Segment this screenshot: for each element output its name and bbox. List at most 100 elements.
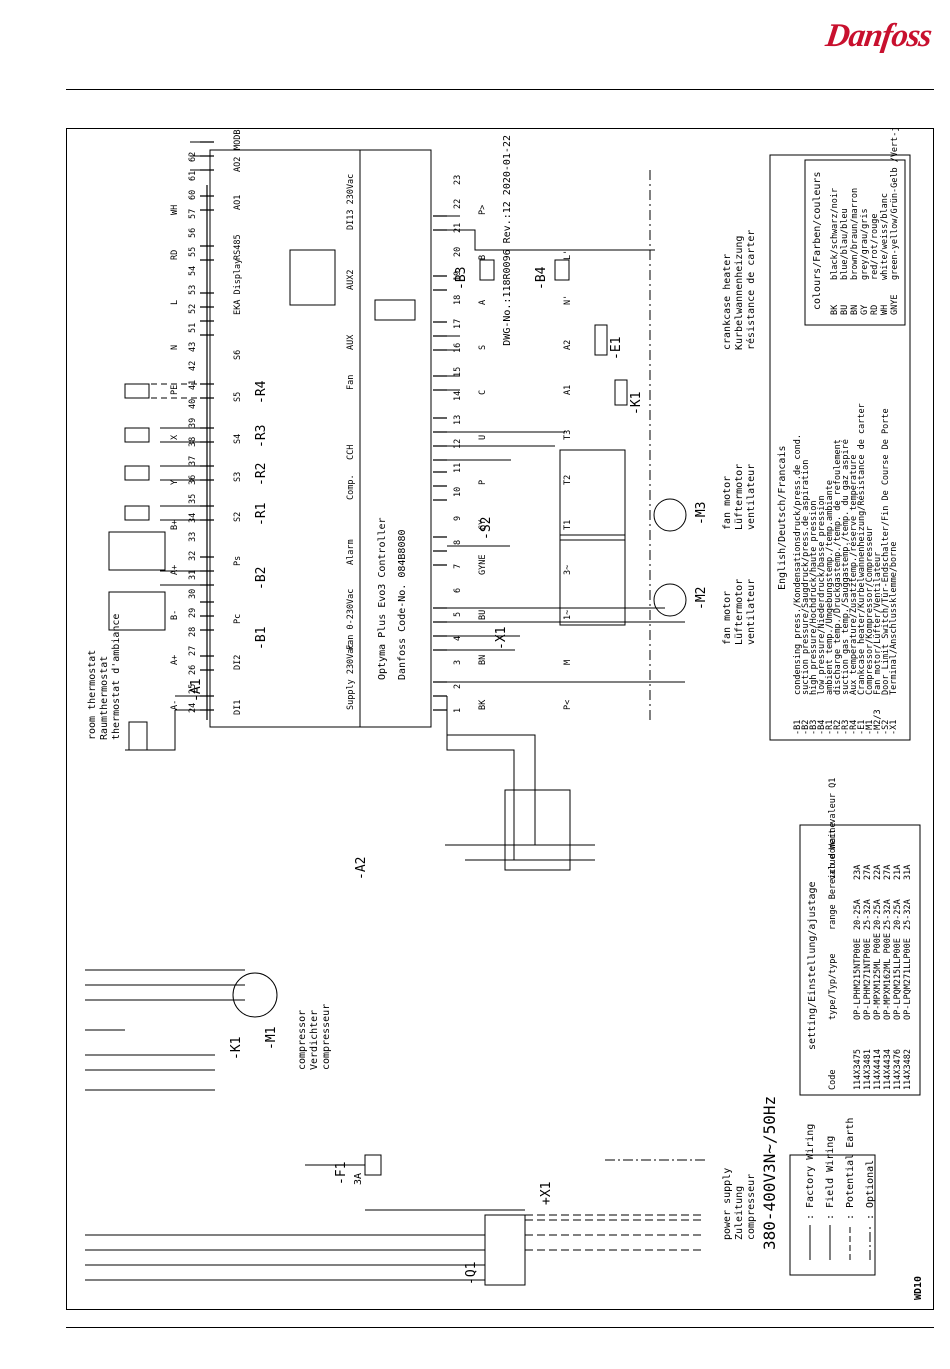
caption-fan-m2-1: Lüftermotor <box>734 579 745 645</box>
caption-fan-m3-2: ventilateur <box>746 464 757 530</box>
pin-40: 11 <box>453 463 463 473</box>
pin-4: 28 <box>188 627 198 637</box>
label-r4: -R4 <box>254 380 269 404</box>
pin-23: 54 <box>188 266 198 276</box>
signal-16: GY <box>478 520 488 530</box>
colour-code-1: BU <box>840 305 850 315</box>
settings-cell-2-2: 20-25A <box>873 899 883 930</box>
pin-1: 25 <box>188 684 198 694</box>
pin-33: 4 <box>453 636 463 641</box>
pin-41: 12 <box>453 439 463 449</box>
signal-10: RD <box>170 250 180 260</box>
transmitter-b2 <box>108 531 166 571</box>
terminal-group-19: Fan <box>346 375 356 390</box>
component-desc-1: suction pressure/Saugdruck/press.de aspi… <box>801 460 811 695</box>
signal-1: A+ <box>170 655 180 665</box>
transmitter-b1 <box>108 591 166 631</box>
colours-legend: colours/Farben/couleurs BKblack/schwarz/… <box>812 128 900 315</box>
settings-cell-4-3: 21A <box>893 865 903 880</box>
settings-cell-1-0: 114X3481 <box>863 1049 873 1090</box>
colour-name-5: white/weiss/blanc <box>880 193 890 280</box>
settings-cell-3-0: 114X4434 <box>883 1049 893 1090</box>
label-m2: -M2 <box>694 587 709 610</box>
output-terminals <box>433 215 447 711</box>
pin-20: 51 <box>188 323 198 333</box>
component-legend-box <box>769 154 911 741</box>
component-ref-0: -B1 <box>793 720 803 735</box>
pin-0: 24 <box>188 703 198 713</box>
component-ref-4: -R1 <box>825 720 835 735</box>
pin-31: 2 <box>453 684 463 689</box>
component-ref-1: -B2 <box>801 720 811 735</box>
settings-cell-0-3: 23A <box>853 865 863 880</box>
label-f1-rating: 3A <box>353 1173 364 1185</box>
terminal-group-4: S2 <box>233 512 243 522</box>
settings-cell-5-2: 25-32A <box>903 899 913 930</box>
colours-legend-title: colours/Farben/couleurs <box>812 172 823 310</box>
colour-name-0: black/schwarz/noir <box>830 188 840 280</box>
caption-crankcase-2: résistance de carter <box>745 230 757 350</box>
signal-32: A2 <box>563 340 573 350</box>
terminal-group-17: Comp. <box>346 474 356 500</box>
wiring-legend-0: : Factory Wiring <box>805 1124 816 1220</box>
terminal-group-7: S5 <box>233 392 243 402</box>
fan-caption-m2: fan motor Lüftermotor ventilateur <box>722 579 757 645</box>
component-ref-3: -B4 <box>817 720 827 735</box>
pin-28: 61 <box>188 171 198 181</box>
colour-code-6: GNYE <box>890 295 900 315</box>
wiring-diagram-svg: DWG-No.:118R0096 Rev.:12 2020-01-22 WD10… <box>85 128 924 1300</box>
supply-rating: 380-400V3N~/50Hz <box>760 1096 779 1250</box>
diagram-graphics <box>85 141 921 1286</box>
pin-47: 18 <box>453 295 463 305</box>
pin-10: 34 <box>188 513 198 523</box>
terminal-group-20: AUX <box>346 334 356 350</box>
colour-name-3: grey/grau/gris <box>860 208 870 280</box>
label-r2: -R2 <box>254 463 269 486</box>
compressor-caption: compressor Verdichter compresseur <box>297 1004 332 1070</box>
pin-8: 32 <box>188 551 198 561</box>
colour-name-2: brown/braun/marron <box>850 188 860 280</box>
wiring-diagram: DWG-No.:118R0096 Rev.:12 2020-01-22 WD10… <box>65 128 932 1310</box>
terminal-group-3: Ps <box>233 556 243 566</box>
settings-header-0: Code <box>828 1070 838 1090</box>
pin-39: 10 <box>453 487 463 497</box>
settings-header-3: value Wert valeur Q1 <box>828 778 838 880</box>
settings-header-1: type/Typ/type <box>828 953 838 1020</box>
breaker-q1 <box>484 1214 526 1286</box>
caption-fan-m3-1: Lüftermotor <box>734 464 745 530</box>
component-ref-5: -R2 <box>833 720 843 735</box>
component-desc-10: Fan motor/Lüfter/Ventilateur <box>873 552 883 695</box>
drawing-code: WD10 <box>913 1276 924 1300</box>
component-ref-7: -R4 <box>849 720 859 735</box>
label-b4: -B4 <box>534 266 549 290</box>
label-x1-plus: +X1 <box>539 1182 554 1205</box>
pin-7: 31 <box>188 570 198 580</box>
pin-18: 42 <box>188 361 198 371</box>
terminal-group-5: S3 <box>233 472 243 482</box>
pin-52: 23 <box>453 175 463 185</box>
settings-header-2: range Bereich domaine <box>828 823 838 930</box>
signal-17: P <box>478 480 488 485</box>
pin-30: 1 <box>453 708 463 713</box>
settings-cell-5-3: 31A <box>903 865 913 880</box>
signal-27: 3~ <box>563 565 573 575</box>
caption-crankcase-0: crankcase heater <box>722 254 733 350</box>
signal-30: T3 <box>563 430 573 440</box>
label-a2: -A2 <box>354 857 369 880</box>
signal-15: GYNE <box>478 555 488 575</box>
input-terminals <box>200 141 214 720</box>
caption-crankcase-1: Kurbelwannenheizung <box>734 236 745 350</box>
pin-12: 36 <box>188 475 198 485</box>
pin-3: 27 <box>188 646 198 656</box>
terminal-group-22: DI13 230Vac <box>346 174 356 230</box>
signal-11: WH <box>170 205 180 215</box>
fan-motors <box>559 449 687 626</box>
terminal-group-13: MODBUS <box>233 128 243 150</box>
pin-42: 13 <box>453 415 463 425</box>
settings-cell-4-0: 114X3476 <box>893 1049 903 1090</box>
pin-35: 6 <box>453 588 463 593</box>
signal-13: BN <box>478 655 488 665</box>
pin-21: 52 <box>188 304 198 314</box>
pin-48: 19 <box>453 271 463 281</box>
